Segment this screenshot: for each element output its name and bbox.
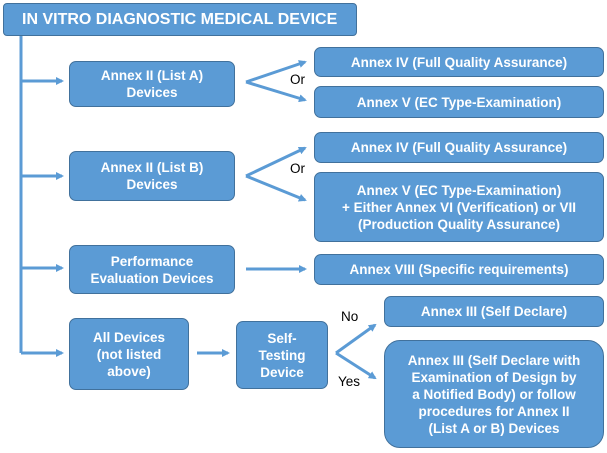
- fork-a-up: [245, 60, 307, 84]
- annex-v-list-a-box: Annex V (EC Type-Examination): [314, 86, 604, 118]
- fork-yes: [335, 351, 377, 380]
- fork-b-up: [245, 146, 307, 178]
- annex-iv-list-b-box: Annex IV (Full Quality Assurance): [314, 132, 604, 163]
- fork-no: [335, 323, 377, 355]
- fork-b-down: [245, 174, 307, 202]
- list-b-devices-box: Annex II (List B) Devices: [69, 151, 235, 201]
- performance-evaluation-box: Performance Evaluation Devices: [69, 245, 235, 294]
- annex-iv-list-a-box: Annex IV (Full Quality Assurance): [314, 47, 604, 77]
- list-a-devices-box: Annex II (List A) Devices: [69, 61, 235, 107]
- self-testing-box: Self- Testing Device: [236, 321, 328, 389]
- annex-iii-examination-box: Annex III (Self Declare with Examination…: [384, 340, 604, 448]
- annex-iii-self-declare-box: Annex III (Self Declare): [384, 296, 604, 327]
- page-title: IN VITRO DIAGNOSTIC MEDICAL DEVICE: [3, 3, 357, 36]
- or-label-1: Or: [290, 72, 305, 87]
- fork-a-down: [245, 80, 307, 103]
- yes-label: Yes: [338, 374, 361, 389]
- all-devices-box: All Devices (not listed above): [69, 318, 189, 390]
- annex-v-list-b-box: Annex V (EC Type-Examination) + Either A…: [314, 172, 604, 242]
- annex-viii-box: Annex VIII (Specific requirements): [314, 254, 604, 285]
- or-label-2: Or: [290, 161, 305, 176]
- no-label: No: [341, 309, 359, 324]
